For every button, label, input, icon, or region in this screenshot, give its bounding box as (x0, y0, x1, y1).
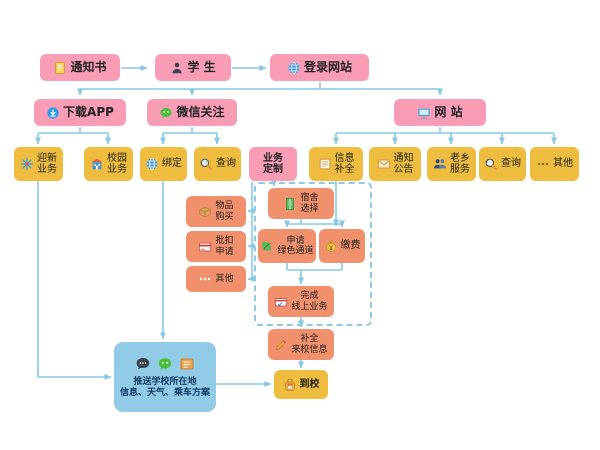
box-icon (199, 206, 212, 217)
node-label: 缴费 (340, 240, 361, 252)
node-download-app: 下载APP (34, 99, 126, 126)
node-query-web: 查询 (479, 147, 526, 181)
node-label: 查询 (501, 158, 521, 170)
people-icon (434, 159, 446, 169)
school-building-icon (91, 158, 103, 170)
node-label: 学 生 (187, 59, 216, 74)
node-campus-service: 校园 业务 (84, 147, 133, 181)
node-label: 其他 (553, 158, 573, 170)
wechat-icon (158, 358, 172, 370)
node-label: 完成 线上业务 (291, 291, 328, 312)
download-app-icon (47, 106, 59, 119)
node-label: 下载APP (63, 104, 114, 119)
node-label: 信息 补全 (334, 152, 355, 176)
dots-icon (200, 277, 211, 281)
card-check-icon (275, 297, 288, 306)
bank-card-icon (199, 242, 212, 251)
node-website: 网 站 (394, 99, 486, 126)
node-label: 批扣 申请 (215, 236, 234, 257)
node-label: 通知 公告 (393, 152, 414, 176)
node-label: 登录网站 (303, 59, 352, 74)
node-query-wechat: 查询 (194, 147, 241, 181)
snowflake-icon (20, 157, 34, 171)
push-info-box: 推送学校所在地 信息、天气、乘车方案 (114, 342, 216, 412)
node-label: 申请 绿色通道 (277, 235, 314, 256)
node-wechat-follow: 微信关注 (147, 99, 237, 126)
node-batch-deduct: 批扣 申请 (186, 231, 246, 262)
leaf-icon (262, 241, 272, 251)
node-finish-online: 完成 线上业务 (268, 286, 334, 317)
monitor-icon (418, 108, 431, 119)
node-notice-letter: 通知书 (40, 54, 120, 81)
node-label: 微信关注 (176, 104, 225, 119)
node-fill-arrival-info: 补全 来校信息 (268, 329, 334, 360)
node-green-channel: 申请 绿色通道 (258, 229, 316, 263)
pencil-icon (276, 339, 287, 350)
dorm-icon (286, 197, 295, 210)
node-label: 通知书 (70, 59, 107, 74)
node-arrive: 到校 (274, 370, 328, 399)
node-label: 宿舍 选择 (300, 193, 319, 214)
node-label: 绑定 (162, 158, 182, 170)
node-label: 业务 定制 (263, 152, 283, 176)
wechat-icon (160, 107, 172, 118)
push-info-text: 推送学校所在地 信息、天气、乘车方案 (119, 377, 210, 398)
node-label: 其他 (215, 273, 234, 284)
node-dorm-select: 宿舍 选择 (268, 188, 334, 219)
node-business-custom: 业务 定制 (249, 147, 297, 181)
document-icon (55, 61, 66, 74)
node-label: 迎新 业务 (37, 152, 57, 176)
moneybag-icon (325, 240, 336, 252)
node-item-purchase: 物品 购买 (186, 196, 246, 227)
node-label: 到校 (299, 378, 320, 390)
node-notice-announce: 通知 公告 (369, 147, 421, 181)
node-pay: 缴费 (319, 229, 365, 263)
node-fellow-service: 老乡 服务 (427, 147, 476, 181)
push-icons-row (135, 356, 195, 372)
node-label: 校园 业务 (107, 152, 127, 176)
globe-icon (288, 61, 300, 74)
chat-bubble-icon (136, 358, 150, 370)
search-icon (200, 158, 213, 171)
envelope-icon (377, 159, 390, 169)
search-icon (485, 158, 498, 171)
student-icon (172, 62, 182, 73)
node-bind: 绑定 (140, 147, 187, 181)
node-welcome-service: 迎新 业务 (14, 147, 63, 181)
node-label: 查询 (216, 158, 236, 170)
node-other-wechat: 其他 (186, 266, 246, 292)
globe-icon (146, 158, 158, 170)
form-icon (319, 158, 330, 170)
node-login-website: 登录网站 (270, 54, 369, 81)
node-label: 老乡 服务 (450, 152, 470, 176)
node-label: 补全 来校信息 (291, 334, 328, 355)
node-label: 网 站 (434, 104, 463, 119)
node-label: 物品 购买 (215, 201, 234, 222)
ticket-icon (180, 358, 194, 370)
backpack-icon (284, 377, 295, 391)
dots-icon (537, 162, 549, 166)
node-other-web: 其他 (530, 147, 579, 181)
online-business-group (254, 182, 372, 326)
node-info-complete: 信息 补全 (309, 147, 363, 181)
node-student: 学 生 (155, 54, 231, 81)
